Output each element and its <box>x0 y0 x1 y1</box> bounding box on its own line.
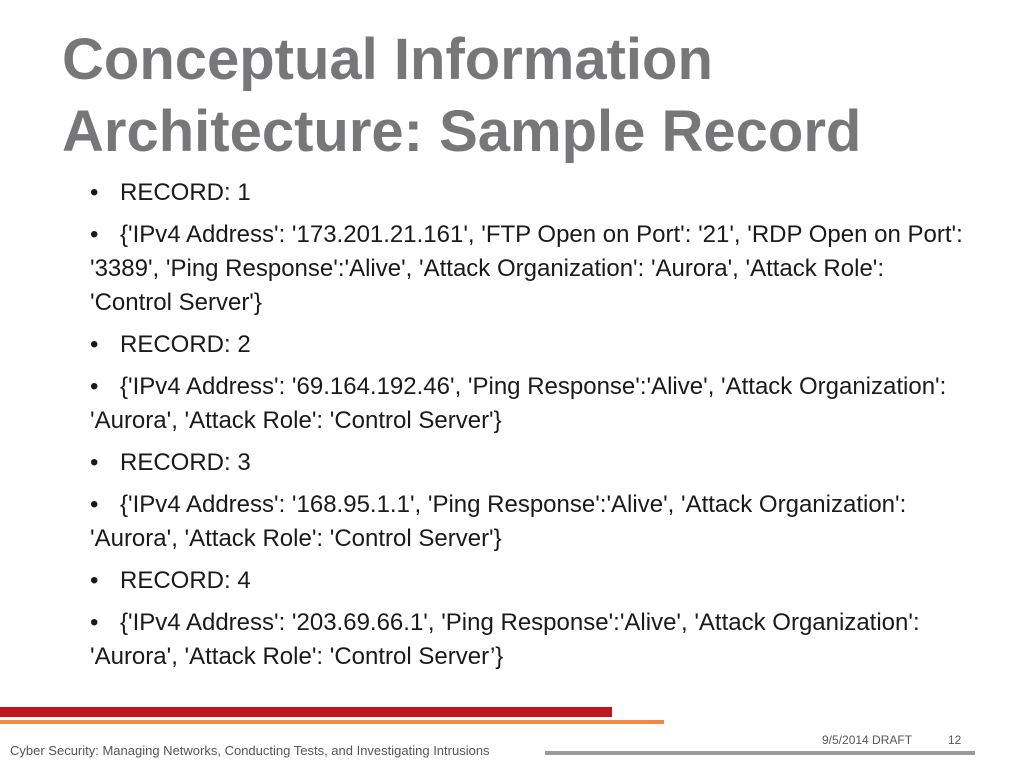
slide-title: Conceptual Information Architecture: Sam… <box>62 24 1002 168</box>
bullet-text: {'IPv4 Address': '168.95.1.1', 'Ping Res… <box>90 491 907 552</box>
bullet-dot: • <box>90 331 99 358</box>
bullet-record-2-label: • RECORD: 2 <box>90 328 970 362</box>
bullet-dot: • <box>90 567 99 594</box>
bullet-dot: • <box>90 179 99 206</box>
slide-number: 12 <box>948 733 962 747</box>
bullet-record-1-label: • RECORD: 1 <box>90 176 970 210</box>
bullet-text: RECORD: 2 <box>120 331 251 358</box>
bullet-record-4-label: • RECORD: 4 <box>90 564 970 598</box>
bullet-list: •RECORD: 1 •{'IPv4 Address': '173.201.21… <box>90 176 970 682</box>
bullet-text: {'IPv4 Address': '203.69.66.1', 'Ping Re… <box>90 609 920 670</box>
footer-bar-gray <box>545 751 975 755</box>
bullet-text: RECORD: 4 <box>120 567 251 594</box>
bullet-record-3-label: • RECORD: 3 <box>90 446 970 480</box>
bullet-record-2-data: •{'IPv4 Address': '69.164.192.46', 'Ping… <box>90 370 970 438</box>
bullet-dot: • <box>90 221 99 248</box>
bullet-text: {'IPv4 Address': '69.164.192.46', 'Ping … <box>90 373 947 434</box>
slide-title-line-2: Architecture: Sample Record <box>62 99 862 164</box>
bullet-text: RECORD: 3 <box>120 449 251 476</box>
footer-bar-orange <box>0 720 664 724</box>
bullet-record-1-data: •{'IPv4 Address': '173.201.21.161', 'FTP… <box>90 218 970 320</box>
bullet-text: {'IPv4 Address': '173.201.21.161', 'FTP … <box>90 221 963 316</box>
bullet-text: RECORD: 1 <box>120 179 251 206</box>
footer-date: 9/5/2014 DRAFT <box>822 733 913 747</box>
bullet-dot: • <box>90 609 99 636</box>
footer-bar-red <box>0 707 612 717</box>
bullet-dot: • <box>90 491 99 518</box>
slide-title-line-1: Conceptual Information <box>62 27 713 92</box>
bullet-record-3-data: •{'IPv4 Address': '168.95.1.1', 'Ping Re… <box>90 488 970 556</box>
bullet-dot: • <box>90 373 99 400</box>
bullet-dot: • <box>90 449 99 476</box>
footer-course-title: Cyber Security: Managing Networks, Condu… <box>10 743 490 758</box>
bullet-record-4-data: •{'IPv4 Address': '203.69.66.1', 'Ping R… <box>90 606 970 674</box>
